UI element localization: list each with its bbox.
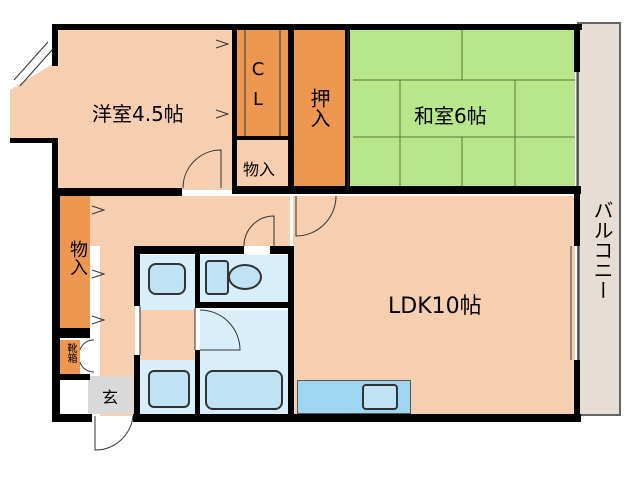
wall-shoebox-bottom	[56, 374, 90, 380]
wall-wash-right	[195, 246, 200, 306]
oshiire-label: 押入	[307, 88, 331, 128]
storage-hall-label: 物入	[67, 240, 88, 276]
toilet-bowl	[228, 264, 262, 290]
western-room-label: 洋室4.5帖	[92, 102, 184, 126]
wall-right-low	[574, 360, 580, 420]
japanese-room-label: 和室6帖	[414, 104, 487, 128]
wall-bottom	[52, 414, 92, 422]
storage-hall	[60, 196, 90, 330]
kitchen-sink	[362, 384, 398, 410]
ldk-label: LDK10帖	[388, 294, 482, 319]
entrance-label: 玄	[102, 388, 119, 407]
western-room	[55, 30, 236, 190]
wall-closet-right	[288, 24, 294, 194]
wall-bath-left	[195, 350, 200, 418]
washbasin	[148, 263, 186, 295]
wall-under-rooms	[52, 188, 182, 196]
wall-storage-bottom	[56, 328, 90, 338]
storage-small-label: 物入	[243, 160, 276, 179]
balcony-label: バルコニー	[590, 200, 614, 300]
wall-wet-top-right	[270, 246, 292, 254]
closet-label: C L	[251, 59, 265, 110]
wall-bottom-right	[133, 414, 581, 422]
wall-wet-left-low	[134, 355, 140, 420]
ldk	[293, 196, 575, 416]
hallway	[60, 196, 290, 246]
wall-west-room-right	[232, 24, 237, 194]
wall-western-left	[52, 24, 58, 66]
entrance	[88, 376, 133, 414]
utility-corridor	[140, 310, 195, 360]
oshiire	[293, 30, 345, 190]
wall-left	[52, 196, 60, 421]
washing-machine	[148, 370, 190, 408]
wall-top	[52, 24, 582, 30]
shoe-box-label: 靴箱	[65, 343, 76, 363]
wall-toilet-bottom	[195, 302, 292, 308]
wall-closet-mid	[236, 136, 288, 140]
wall-right-mid	[574, 186, 580, 246]
wall-western-left-low	[52, 138, 58, 198]
wall-bay-bottom	[10, 138, 58, 143]
bathtub	[205, 370, 283, 410]
wall-wet-top	[136, 246, 244, 254]
wall-ldk-left	[288, 246, 294, 420]
shoe-box	[60, 340, 80, 375]
wall-wet-left	[134, 246, 140, 306]
wall-right	[574, 24, 580, 72]
storage-small	[236, 140, 288, 190]
wall-under-storage	[236, 186, 581, 194]
